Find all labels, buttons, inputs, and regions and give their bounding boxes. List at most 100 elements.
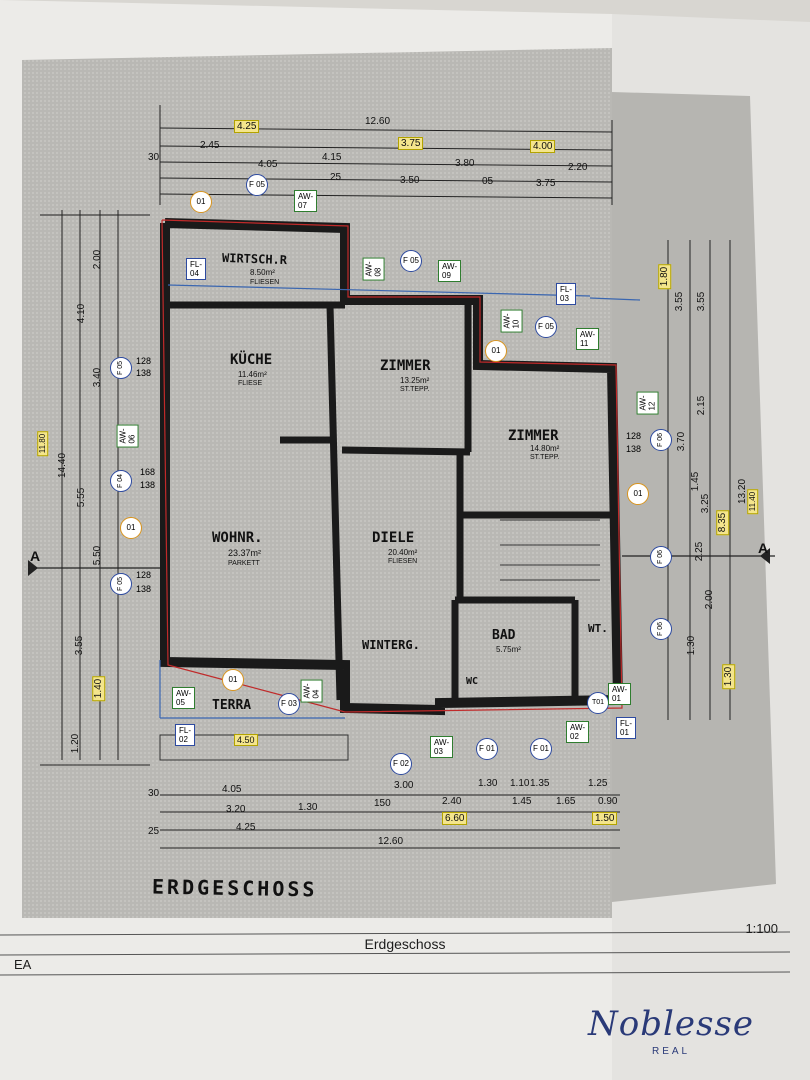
door-marker-t01: T01: [587, 692, 609, 714]
dim-top-3-75: 3.75: [398, 137, 424, 150]
room-floor-zimmer-2: ST.TEPP.: [530, 454, 560, 461]
dim-top-3-80: 3.80: [455, 158, 475, 169]
window-marker-f01-a: F 01: [476, 738, 498, 760]
tag-fl-02: FL-02: [175, 724, 195, 746]
dim-left-2-00: 2.00: [92, 249, 104, 270]
room-label-zimmer-2: ZIMMER: [508, 428, 559, 444]
room-label-wt: WT.: [588, 622, 608, 635]
room-floor-zimmer-1: ST.TEPP.: [400, 386, 430, 393]
window-size-128-a: 128: [136, 356, 152, 366]
dim-bottom-4-05: 4.05: [222, 784, 242, 795]
noblesse-logo: Noblesse: [588, 1004, 754, 1044]
window-marker-f02: F 02: [390, 753, 412, 775]
dim-top-30: 30: [148, 152, 160, 163]
window-marker-f05-d: F 05: [110, 357, 132, 379]
section-marker-right: [622, 548, 775, 564]
room-area-wirtschaft: 8.50m²: [250, 268, 275, 277]
window-marker-f04: F 04: [110, 470, 132, 492]
window-marker-f06-a: F 06: [650, 429, 672, 451]
dim-top-25: 25: [330, 172, 342, 183]
dim-left-1-20: 1.20: [70, 733, 82, 754]
room-label-diele: DIELE: [372, 530, 415, 546]
dim-top-3-50: 3.50: [400, 175, 420, 186]
tag-aw-08: AW-08: [362, 257, 385, 281]
marker-01-a: 01: [190, 191, 212, 213]
dim-top-2-20: 2.20: [568, 162, 588, 173]
dim-top-12-60: 12.60: [365, 116, 391, 127]
dim-left-3-55: 3.55: [74, 635, 86, 656]
window-marker-f05-e: F 05: [110, 573, 132, 595]
dim-bottom-2-40: 2.40: [442, 796, 462, 807]
room-label-kueche: KÜCHE: [230, 352, 273, 368]
dim-bottom-3-20: 3.20: [226, 804, 246, 815]
tag-aw-07: AW-07: [294, 190, 318, 212]
dim-right-1-45: 1.45: [690, 471, 702, 492]
interior-walls: [168, 301, 612, 701]
dim-left-4-10: 4.10: [76, 303, 88, 324]
stairs: [500, 519, 600, 581]
room-floor-kueche: FLIESE: [238, 380, 263, 387]
dim-top-05: 05: [482, 176, 494, 187]
footer-title: Erdgeschoss: [364, 936, 446, 952]
drawing-title: ERDGESCHOSS: [151, 874, 318, 902]
dim-bottom-1-35: 1.35: [530, 778, 550, 789]
window-marker-f01-b: F 01: [530, 738, 552, 760]
room-floor-wohnraum: PARKETT: [228, 560, 260, 567]
room-area-bad: 5.75m²: [496, 645, 521, 654]
tag-aw-06: AW-06: [116, 424, 139, 448]
tag-aw-10: AW-10: [500, 309, 523, 333]
dim-bottom-4-25: 4.25: [236, 822, 256, 833]
window-marker-f03: F 03: [278, 693, 300, 715]
tag-aw-04: AW-04: [300, 679, 323, 703]
footer-scale: 1:100: [745, 921, 778, 936]
tag-aw-01: AW-01: [608, 683, 632, 705]
window-size-128-c: 128: [626, 431, 642, 441]
window-marker-f05-b: F 05: [400, 250, 422, 272]
dim-top-2-45: 2.45: [200, 140, 220, 151]
window-size-138-c: 138: [136, 584, 152, 594]
window-marker-f05-a: F 05: [246, 174, 268, 196]
room-label-terrasse: TERRA: [212, 698, 252, 713]
dim-top-3-75b: 3.75: [536, 178, 556, 189]
dim-right-3-70: 3.70: [676, 431, 688, 452]
room-label-zimmer-1: ZIMMER: [380, 358, 431, 374]
dim-bottom-30: 30: [148, 788, 160, 799]
room-area-wohnraum: 23.37m²: [228, 548, 262, 558]
tag-aw-05: AW-05: [172, 687, 196, 709]
dim-bottom-1-25: 1.25: [588, 778, 608, 789]
window-marker-f06-b: F 06: [650, 546, 672, 568]
dim-bottom-1-30: 1.30: [298, 802, 318, 813]
dim-right-8-35: 8.35: [716, 509, 730, 536]
dim-bottom-1-50: 1.50: [592, 812, 618, 825]
tag-aw-12: AW-12: [636, 391, 659, 415]
marker-01-b: 01: [485, 340, 507, 362]
dim-right-2-00: 2.00: [704, 589, 716, 610]
dim-right-1-80: 1.80: [658, 263, 672, 290]
room-label-wc: WC: [466, 676, 479, 687]
dim-right-3-55b: 3.55: [696, 291, 708, 312]
dim-top-4-05: 4.05: [258, 159, 278, 170]
red-outline: [161, 219, 623, 713]
room-area-kueche: 11.46m²: [238, 370, 267, 379]
dim-right-1-30: 1.30: [686, 635, 698, 656]
dimension-lines-right: [667, 240, 731, 720]
dim-top-4-15: 4.15: [322, 152, 342, 163]
dimension-lines-bottom: [160, 794, 620, 849]
room-floor-diele: FLIESEN: [388, 558, 418, 565]
dim-right-3-55a: 3.55: [674, 291, 686, 312]
section-label-left: A: [30, 548, 41, 564]
dim-bottom-12-60: 12.60: [378, 836, 404, 847]
marker-01-c: 01: [120, 517, 142, 539]
room-label-bad: BAD: [492, 628, 516, 643]
tag-fl-04: FL-04: [186, 258, 206, 280]
window-marker-f06-c: F 06: [650, 618, 672, 640]
noblesse-logo-subtext: REAL: [652, 1046, 691, 1057]
dim-bottom-1-30b: 1.30: [478, 778, 498, 789]
room-floor-wirtschaft: FLIESEN: [250, 279, 280, 286]
dim-bottom-1-65: 1.65: [556, 796, 576, 807]
dim-right-11-40: 11.40: [747, 488, 759, 515]
dim-bottom-1-45: 1.45: [512, 796, 532, 807]
flooring-lines: [159, 284, 641, 719]
marker-01-d: 01: [627, 483, 649, 505]
